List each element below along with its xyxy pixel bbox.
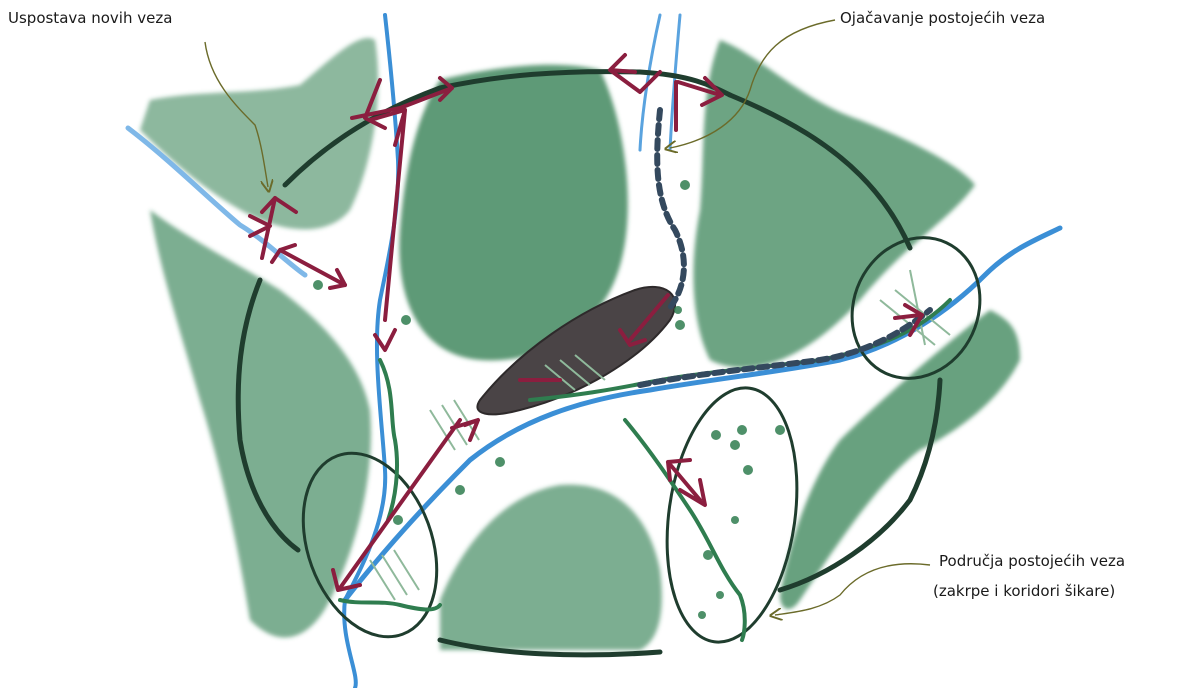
label-existing-areas-line1: Područja postojećih veza xyxy=(939,552,1125,571)
label-new-connections: Uspostava novih veza xyxy=(8,9,172,28)
forest-patch-bottom-center xyxy=(440,485,662,650)
zone-center-right xyxy=(652,379,812,650)
forest-patch-top-left xyxy=(140,38,378,229)
label-existing-areas-line2: (zakrpe i koridori šikare) xyxy=(933,582,1115,601)
label-strengthen-connections: Ojačavanje postojećih veza xyxy=(840,9,1045,28)
